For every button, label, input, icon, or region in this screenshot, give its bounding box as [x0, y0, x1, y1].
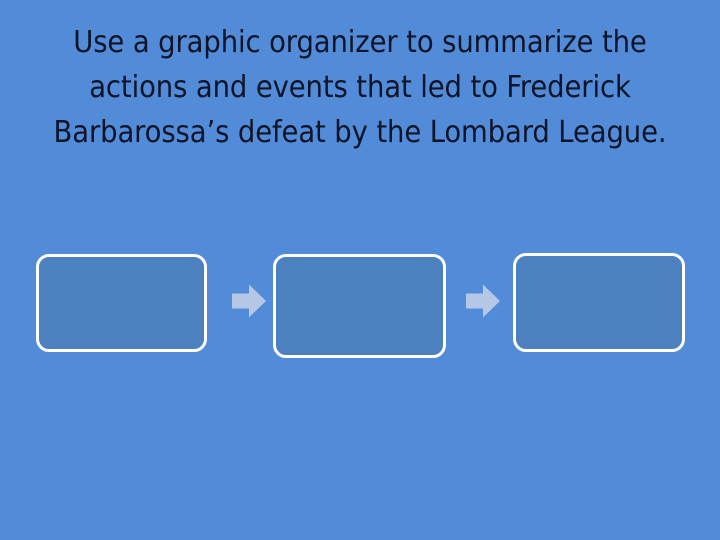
- flow-box-3[interactable]: [513, 253, 685, 352]
- arrow-right-icon: [232, 284, 266, 318]
- flow-box-1[interactable]: [36, 254, 207, 352]
- arrow-right-icon: [466, 284, 500, 318]
- flow-box-2[interactable]: [273, 254, 446, 358]
- page-title: Use a graphic organizer to summarize the…: [53, 25, 667, 150]
